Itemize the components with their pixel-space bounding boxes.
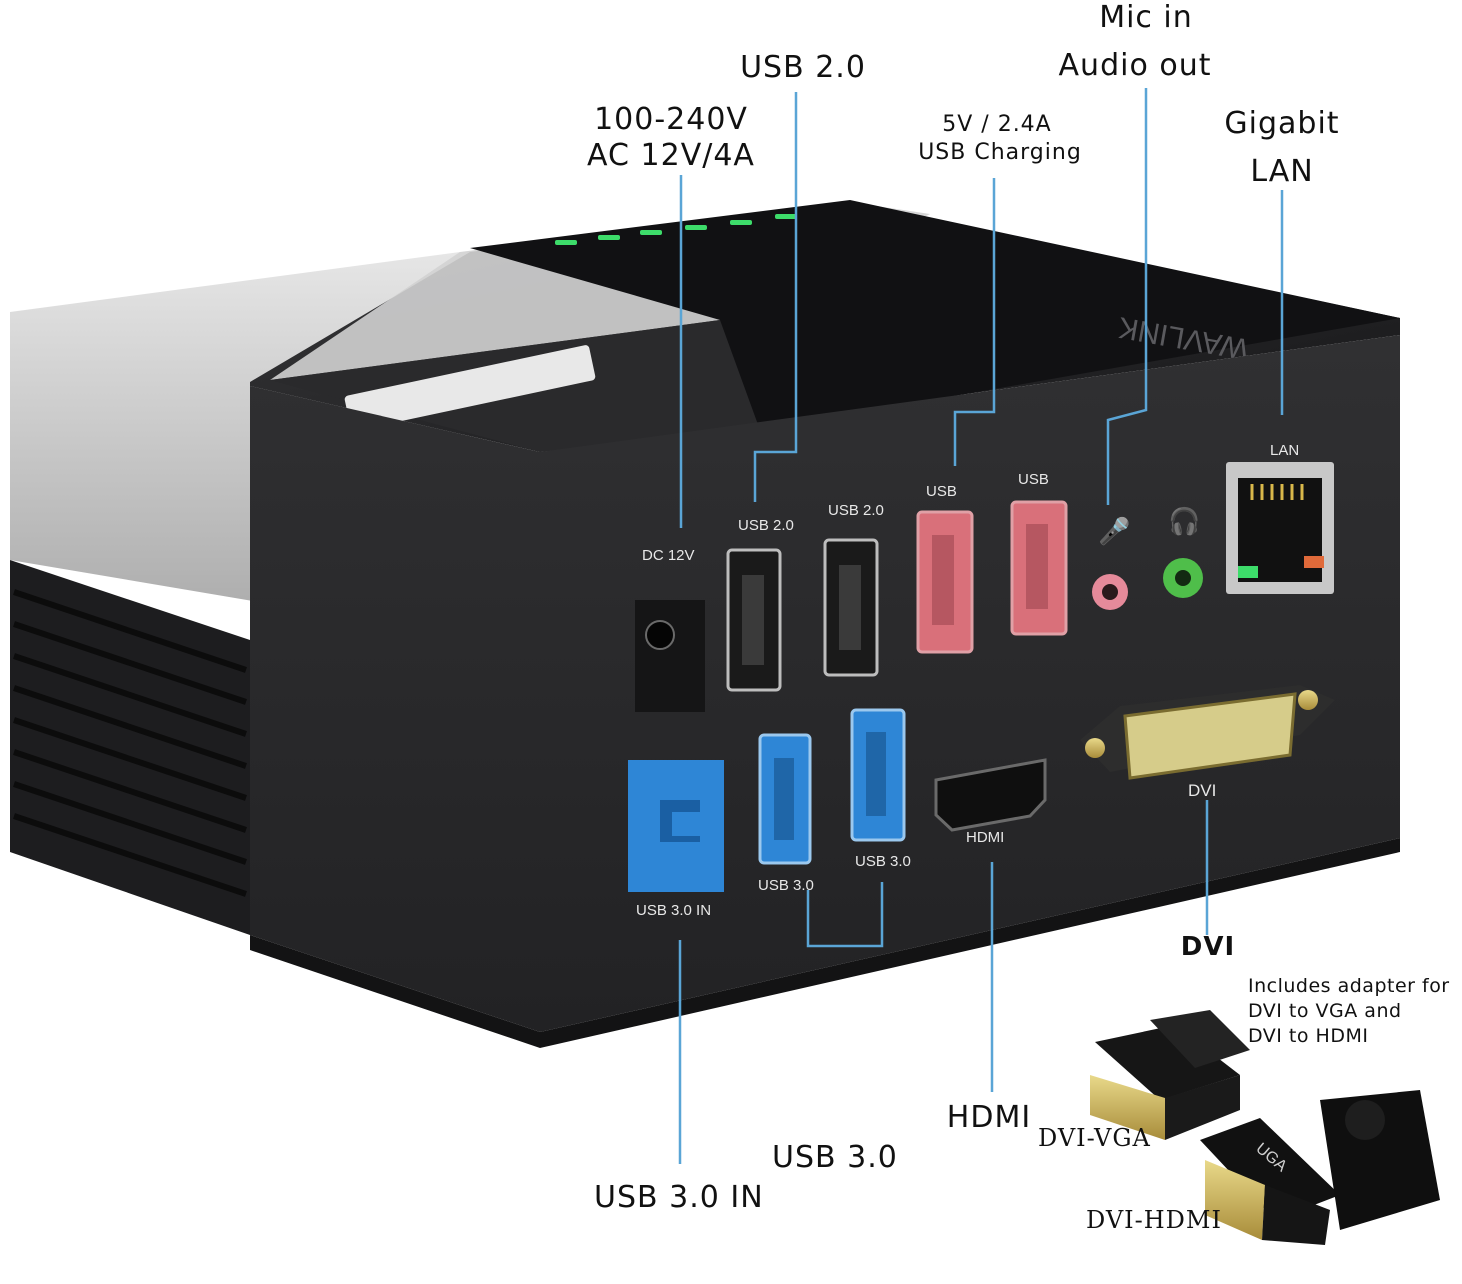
headphones-icon: 🎧 xyxy=(1168,506,1200,537)
callout-usb30: USB 3.0 xyxy=(772,1140,898,1175)
callout-lan: LAN xyxy=(1250,154,1314,189)
usb30-in-port: USB 3.0 IN xyxy=(628,760,724,919)
dc-power-jack: DC 12V xyxy=(635,547,705,712)
callout-power-line2: AC 12V/4A xyxy=(587,138,755,173)
adapter-label-dvi-vga: DVI-VGA xyxy=(1038,1124,1151,1152)
callout-mic-in: Mic in xyxy=(1099,0,1193,35)
svg-text:USB 3.0 IN: USB 3.0 IN xyxy=(636,902,711,919)
callout-charging-line1: 5V / 2.4A xyxy=(942,112,1052,137)
callout-line-usb30 xyxy=(806,882,884,948)
dvi-port: DVI xyxy=(1080,685,1335,800)
adapter-label-dvi-hdmi: DVI-HDMI xyxy=(1086,1206,1222,1234)
svg-text:USB 3.0: USB 3.0 xyxy=(758,877,814,894)
usb30-port-b: USB 3.0 xyxy=(850,708,911,870)
svg-text:HDMI: HDMI xyxy=(966,829,1004,846)
device-front xyxy=(250,335,1400,1048)
mic-jack: 🎤 xyxy=(1092,515,1130,610)
callout-line-charging xyxy=(953,178,996,466)
callout-charging-line2: USB Charging xyxy=(918,140,1082,165)
callout-lines xyxy=(678,88,1284,1164)
callout-hdmi: HDMI xyxy=(946,1100,1032,1135)
callout-gigabit: Gigabit xyxy=(1224,106,1340,141)
adapter-note-line2: DVI to VGA and xyxy=(1248,1000,1402,1022)
callout-usb30-in: USB 3.0 IN xyxy=(594,1180,764,1215)
audio-out-jack: 🎧 xyxy=(1163,506,1203,598)
usb-charging-port-b: USB xyxy=(1010,471,1068,636)
mic-icon: 🎤 xyxy=(1098,515,1130,547)
svg-text:USB 3.0: USB 3.0 xyxy=(855,853,911,870)
svg-text:USB: USB xyxy=(1018,471,1049,488)
adapter-note-line3: DVI to HDMI xyxy=(1248,1025,1369,1047)
callout-power-line1: 100-240V xyxy=(594,102,748,137)
dvi-vga-adapter xyxy=(1090,1010,1250,1140)
svg-text:USB 2.0: USB 2.0 xyxy=(828,502,884,519)
adapter-note-line1: Includes adapter for xyxy=(1248,975,1450,997)
dvi-hdmi-adapter: UGA xyxy=(1200,1090,1440,1245)
svg-text:LAN: LAN xyxy=(1270,442,1299,459)
status-leds xyxy=(555,214,797,245)
usb20-port-b: USB 2.0 xyxy=(823,502,884,677)
usb-charging-port-a: USB xyxy=(916,483,974,654)
vent-grille xyxy=(13,589,247,897)
callout-audio-out: Audio out xyxy=(1058,48,1212,83)
hdmi-port: HDMI xyxy=(934,758,1047,846)
svg-text:USB: USB xyxy=(926,483,957,500)
callout-usb20: USB 2.0 xyxy=(740,50,866,85)
usb30-port-a: USB 3.0 xyxy=(758,733,814,894)
svg-text:DVI: DVI xyxy=(1188,781,1216,800)
callout-line-audio xyxy=(1106,88,1148,505)
callout-line-usb20 xyxy=(753,92,798,502)
device-top: WAVLINK xyxy=(250,200,1400,452)
usb20-port-a: USB 2.0 xyxy=(726,517,794,692)
callout-dvi: DVI xyxy=(1180,932,1236,962)
svg-text:USB 2.0: USB 2.0 xyxy=(738,517,794,534)
displaylink-badge xyxy=(344,345,596,431)
svg-text:DC 12V: DC 12V xyxy=(642,547,695,564)
lan-port: LAN xyxy=(1226,442,1334,594)
